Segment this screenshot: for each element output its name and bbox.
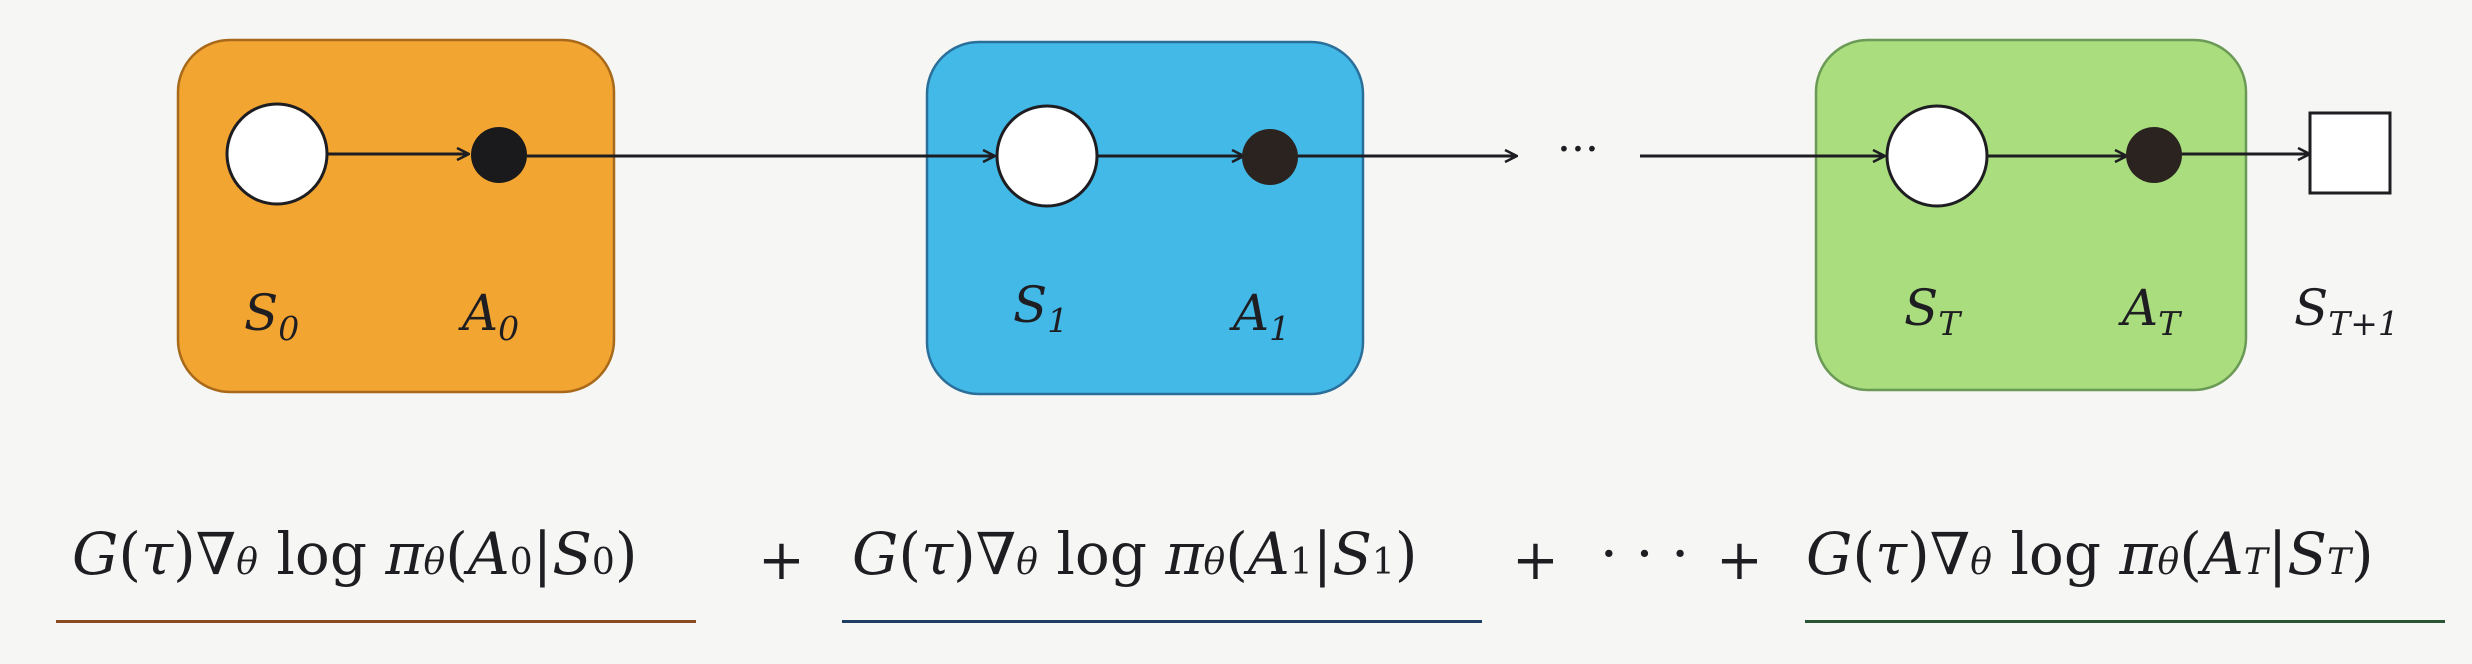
label-a1: A1 — [1229, 284, 1290, 348]
label-sT: ST — [1904, 279, 1963, 343]
action-node-a0 — [471, 127, 527, 183]
action-node-aT — [2126, 127, 2182, 183]
action-node-a1 — [1242, 129, 1298, 185]
group-box-T — [1814, 38, 2248, 392]
label-sT1: ST+1 — [2294, 279, 2399, 343]
state-node-s1 — [995, 104, 1099, 208]
label-s1: S1 — [1013, 276, 1068, 340]
formula-plus-0: + — [758, 528, 805, 593]
formula-underline-0 — [56, 620, 696, 623]
label-aT: AT — [2118, 279, 2183, 343]
formula-underline-1 — [842, 620, 1482, 623]
state-node-s0 — [225, 102, 329, 206]
label-s0: S0 — [244, 284, 299, 348]
chain-ellipsis: ··· — [1557, 124, 1599, 175]
trajectory-diagram: ··· S0 A0 S1 A1 ST AT ST+1 — [176, 38, 2399, 396]
group-box-1 — [925, 40, 1365, 396]
terminal-state-node — [2308, 111, 2392, 195]
formula-plus-1: + — [1512, 528, 1559, 593]
formula-plus-2: + — [1716, 528, 1763, 593]
formula-underline-T — [1805, 620, 2445, 623]
state-node-sT — [1885, 104, 1989, 208]
label-a0: A0 — [458, 284, 519, 348]
formula-cdots: · · · — [1600, 522, 1690, 587]
